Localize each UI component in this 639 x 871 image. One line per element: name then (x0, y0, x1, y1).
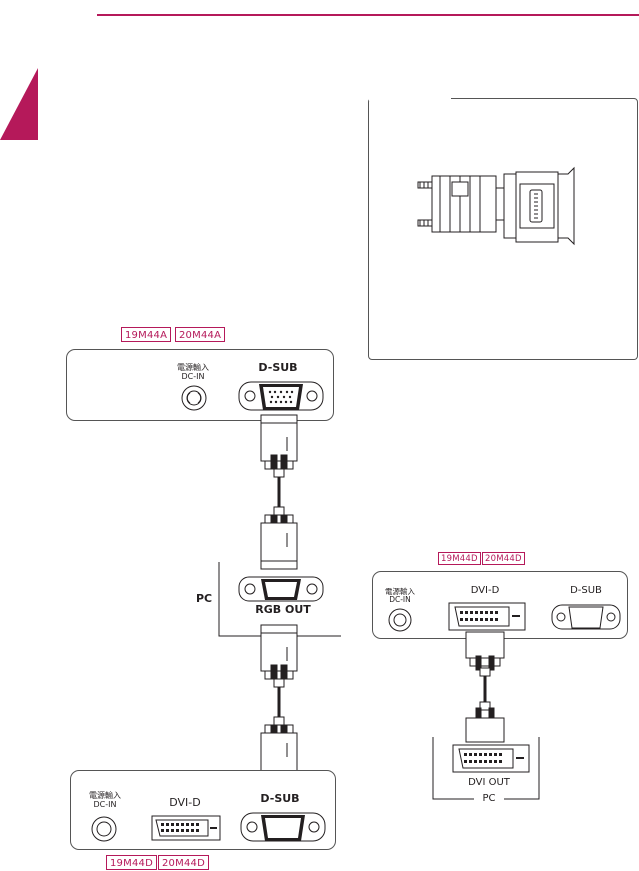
dvi-port-icon (452, 744, 530, 773)
dvid-label: DVI-D (169, 796, 201, 809)
pc-bracket-left (218, 562, 341, 637)
model-badge: 20M44D (158, 855, 209, 870)
model-badge: 19M44D (106, 855, 157, 870)
dc-in-label-cn: 電源輸入 (89, 791, 121, 800)
rgb-out-label: RGB OUT (255, 603, 311, 616)
pc-label: PC (196, 592, 213, 605)
dvi-port-icon (151, 815, 221, 841)
adapter-note-box (368, 98, 638, 360)
dsub-port-icon (238, 381, 324, 411)
power-jack-icon (91, 816, 117, 842)
dc-in-label: DC-IN (181, 372, 205, 381)
page-tab-marker (0, 68, 38, 140)
dc-in-label-cn: 電源輸入 (385, 587, 415, 596)
cable-icon (260, 414, 298, 570)
dsub-label: D-SUB (258, 361, 298, 374)
pc-label: PC (474, 793, 504, 804)
cable-icon (260, 624, 298, 780)
model-badge: 20M44D (482, 552, 525, 565)
dvi-out-label: DVI OUT (468, 777, 510, 788)
dc-in-label-cn: 電源輸入 (177, 363, 209, 372)
dsub-port-icon (551, 604, 621, 630)
dsub-port-icon (238, 576, 324, 602)
cable-icon (465, 631, 505, 743)
adapter-note-tab (369, 95, 451, 101)
dsub-port-icon (240, 812, 326, 842)
dc-in-label: DC-IN (93, 800, 117, 809)
header-rule (97, 14, 639, 16)
dc-in-label: DC-IN (389, 595, 411, 604)
model-badge: 19M44A (121, 327, 172, 342)
power-jack-icon (388, 608, 412, 632)
model-badge: 20M44A (175, 327, 226, 342)
dsub-label: D-SUB (260, 792, 300, 805)
adapter-icon (417, 166, 575, 246)
power-jack-icon (181, 385, 207, 411)
dvid-label: DVI-D (470, 585, 500, 596)
dvi-port-icon (448, 602, 526, 631)
dsub-label: D-SUB (570, 585, 602, 596)
model-badge: 19M44D (438, 552, 481, 565)
